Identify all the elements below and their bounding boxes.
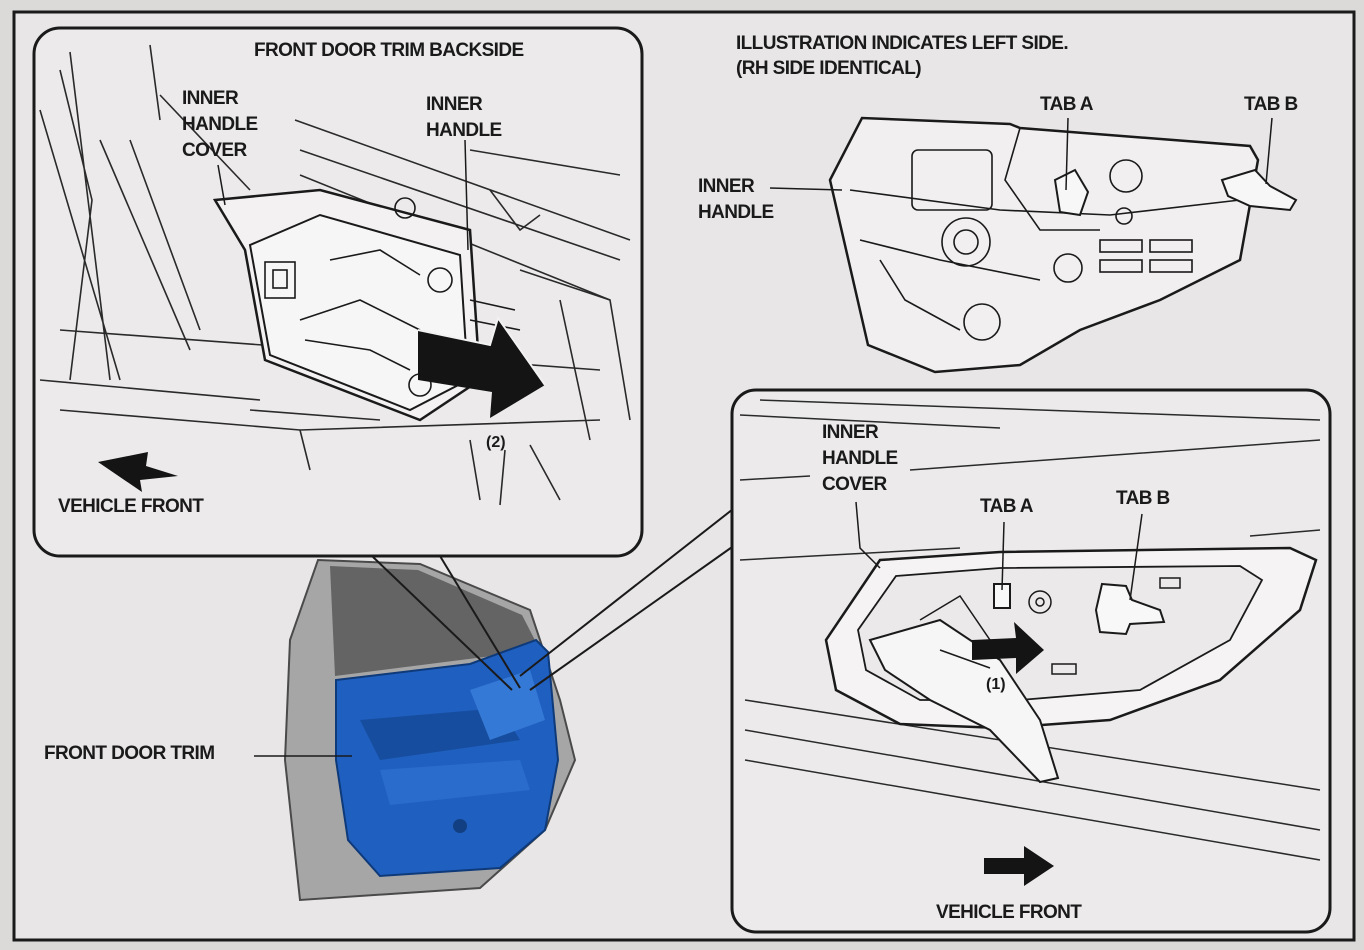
bottom-right-panel: [730, 388, 1332, 934]
inner-handle-cover-label-bottom: INNER HANDLE COVER: [822, 422, 898, 495]
vehicle-front-arrow-bottom: [984, 846, 1054, 886]
header-title-line2: (RH SIDE IDENTICAL): [736, 58, 922, 79]
vehicle-front-arrow-top: [98, 452, 178, 492]
top-left-panel: [32, 26, 644, 558]
tab-b-label-top: TAB B: [1244, 94, 1298, 115]
step-1-label: (1): [986, 676, 1006, 693]
tab-a-label-top: TAB A: [1040, 94, 1094, 115]
tab-a-label-bottom: TAB A: [980, 496, 1034, 517]
inner-handle-cover-label-top: INNER HANDLE COVER: [182, 88, 258, 161]
inner-handle-label-top-right: INNER HANDLE: [698, 176, 774, 223]
vehicle-front-label-bottom: VEHICLE FRONT: [936, 902, 1082, 923]
tab-b-slot: [1094, 582, 1166, 636]
top-left-panel-title: FRONT DOOR TRIM BACKSIDE: [254, 40, 524, 61]
tab-b-clip: [1220, 168, 1298, 212]
step-2-label: (2): [486, 434, 506, 451]
door-window: [330, 566, 540, 676]
vehicle-front-label-top: VEHICLE FRONT: [58, 496, 204, 517]
inner-handle-lever: [868, 618, 1060, 784]
removal-arrow-2: [418, 318, 545, 418]
door-illustration: [254, 501, 743, 902]
removal-arrow-1: [972, 622, 1044, 674]
tab-b-label-bottom: TAB B: [1116, 488, 1170, 509]
inner-handle-label-top-left: INNER HANDLE: [426, 94, 502, 141]
top-right-part-view: [769, 116, 1298, 374]
header-title-line1: ILLUSTRATION INDICATES LEFT SIDE.: [736, 33, 1069, 54]
tab-a-clip: [1053, 168, 1090, 217]
inner-handle-housing: [828, 116, 1260, 374]
front-door-trim-label: FRONT DOOR TRIM: [44, 743, 215, 764]
